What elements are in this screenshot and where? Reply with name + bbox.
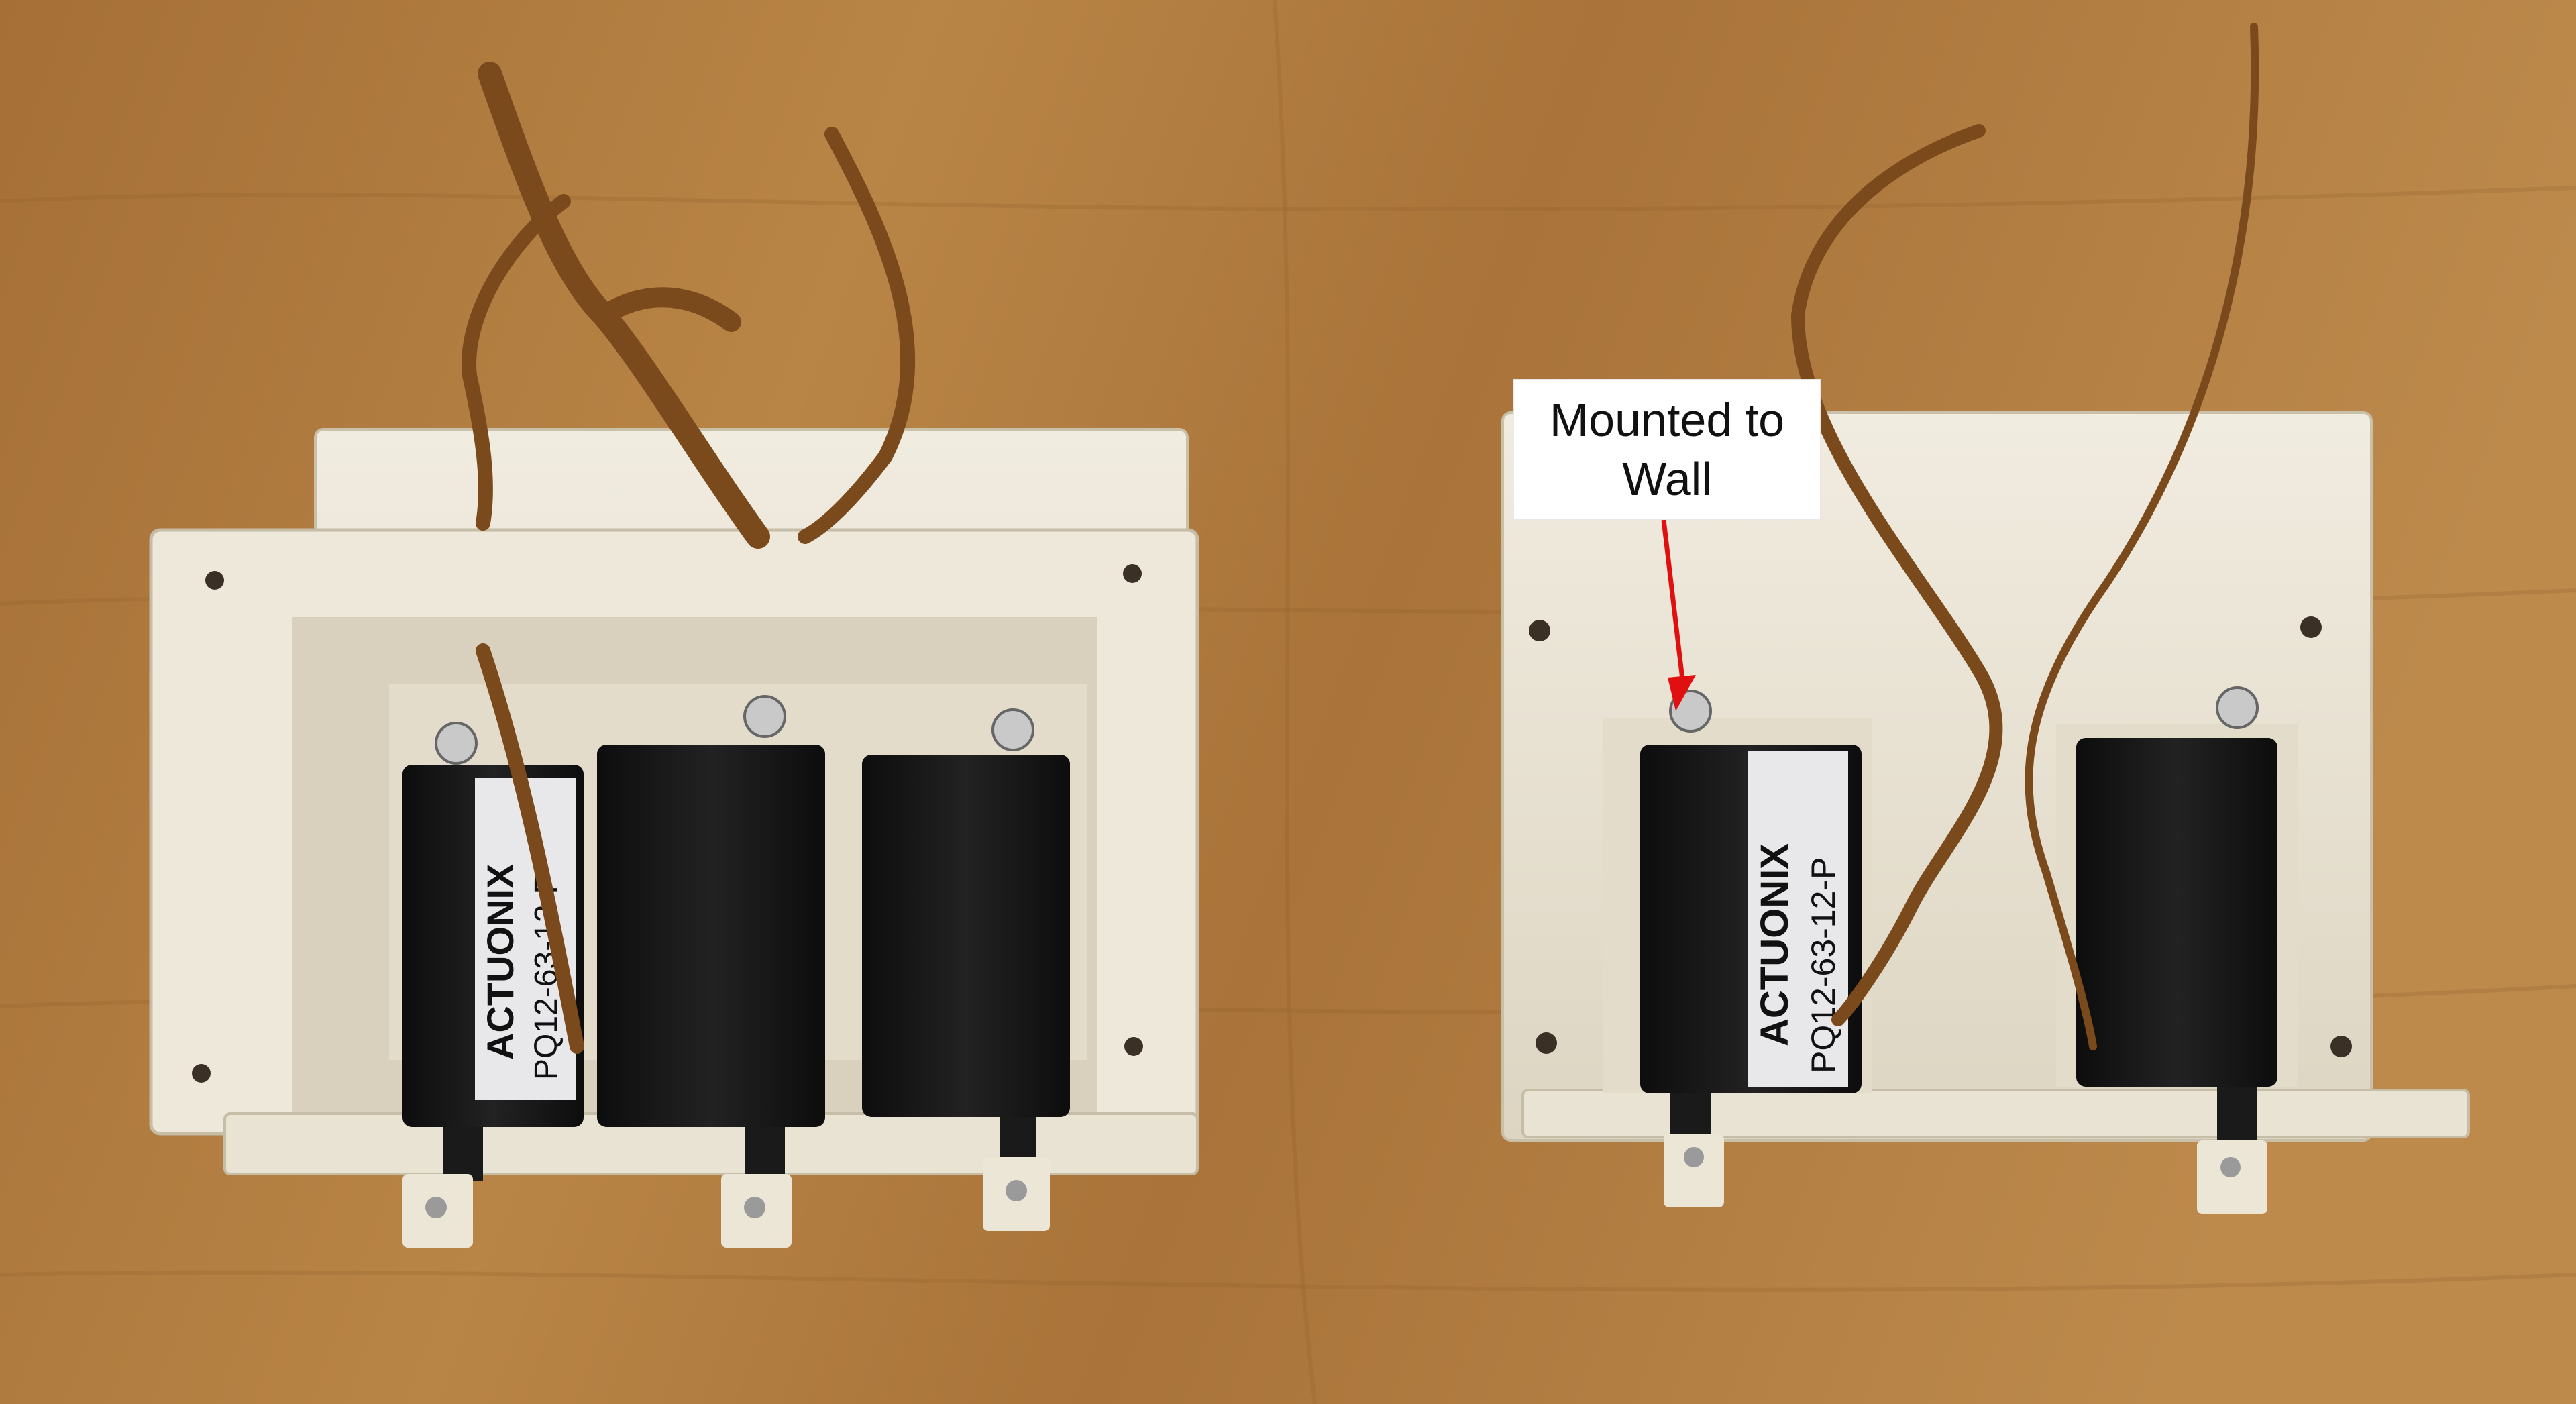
actuator [862,755,1070,1117]
right-plate-hole [2300,616,2322,638]
left-frame-hole [192,1064,211,1083]
screw-icon [991,708,1034,751]
actuator-label [1748,751,1848,1087]
screw-icon [435,722,478,765]
actuator [597,745,825,1127]
actuator-brand-text: ACTUONIX [1753,843,1796,1046]
left-frame-hole [1123,564,1142,583]
right-foot [1521,1089,2470,1138]
screw-icon [1006,1180,1027,1201]
actuator-rod-end [2197,1140,2267,1214]
right-assembly: ACTUONIX PQ12-63-12-P [1501,23,2470,1214]
screw-icon [1684,1147,1704,1167]
actuator-rod-end [1664,1134,1724,1207]
screw-icon [744,1197,765,1218]
right-plate-hole [1529,620,1550,641]
mounted-to-wall-callout: Mounted to Wall [1513,379,1821,520]
actuator-brand-text: ACTUONIX [479,864,521,1060]
ribbon-cable [462,62,916,1054]
right-plate-hole [1536,1032,1557,1054]
callout-arrow [1661,519,1696,711]
actuator [2076,738,2277,1087]
actuator-model-text: PQ12-63-12-P [1805,857,1842,1073]
screw-icon [2220,1157,2241,1177]
actuator-shaft [745,1127,785,1181]
left-frame-hole [1124,1037,1143,1056]
callout-line-1: Mounted to [1549,394,1785,446]
screw-icon [743,695,786,738]
ribbon-cable [1790,23,2259,1050]
right-plate-hole [2330,1036,2352,1057]
actuator-shaft [443,1127,483,1181]
left-frame-hole [205,571,224,590]
screw-icon [425,1197,447,1218]
callout-line-2: Wall [1622,453,1712,505]
screw-icon [2216,686,2259,729]
left-assembly: ACTUONIX PQ12-63-12-P [149,62,1199,1248]
